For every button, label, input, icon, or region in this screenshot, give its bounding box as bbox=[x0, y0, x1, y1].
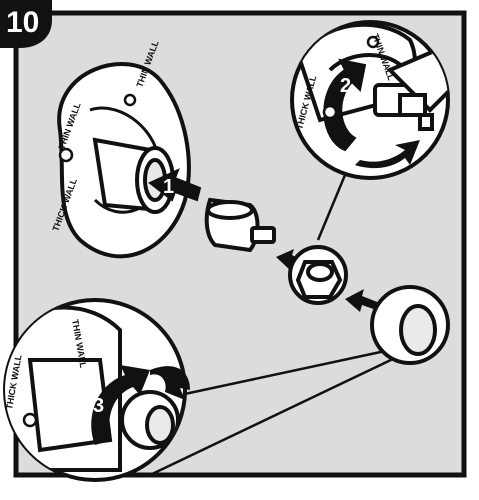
bushing-nut bbox=[290, 247, 346, 303]
callout-step-1: 1 bbox=[163, 176, 174, 198]
callout-step-3: 3 bbox=[93, 395, 104, 417]
detail-circle-install bbox=[0, 300, 190, 480]
valve-body bbox=[95, 140, 173, 212]
callout-step-2: 2 bbox=[340, 75, 351, 97]
escutcheon-ring bbox=[372, 287, 448, 363]
step-number: 10 bbox=[6, 6, 39, 39]
